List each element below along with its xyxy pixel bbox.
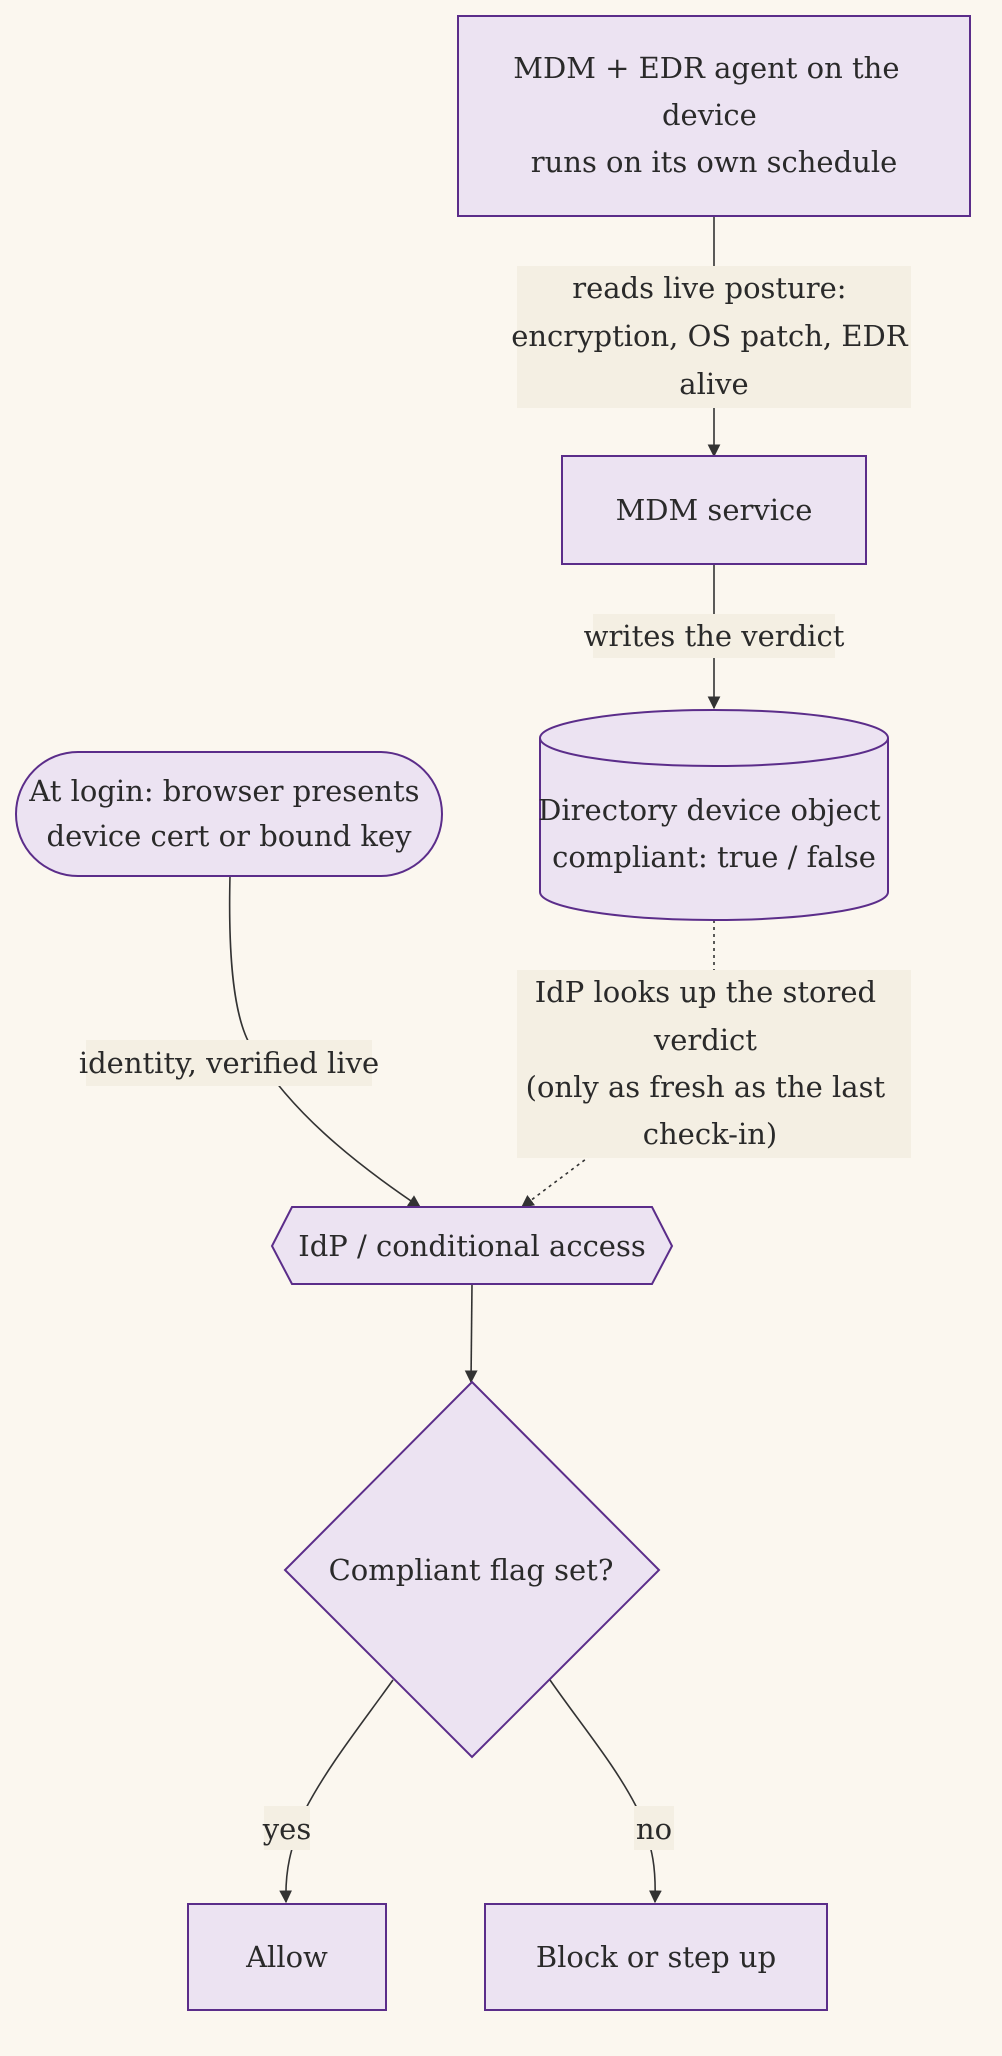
- edge-label-no: no: [634, 1806, 674, 1850]
- edge-decision-to-allow: [279, 1679, 394, 1904]
- edge-idp-to-decision: [464, 1283, 478, 1384]
- node-agent-text: MDM + EDR agent on the device runs on it…: [513, 51, 908, 179]
- node-decision-text: Compliant flag set?: [329, 1553, 614, 1587]
- edge-label-writes-verdict: writes the verdict: [584, 614, 845, 658]
- node-mdm-service-box: [561, 455, 867, 565]
- edge-label-identity-text: identity, verified live: [79, 1046, 379, 1080]
- edge-label-reads-posture: reads live posture: encryption, OS patch…: [511, 266, 917, 408]
- node-allow-text: Allow: [245, 1940, 328, 1974]
- edge-label-no-text: no: [636, 1812, 672, 1846]
- node-allow: Allow: [187, 1903, 387, 2011]
- node-mdm-service: MDM service: [561, 455, 867, 565]
- edge-label-identity: identity, verified live: [79, 1040, 379, 1086]
- node-block-box: [484, 1903, 828, 2011]
- edge-decision-to-block: [549, 1679, 662, 1904]
- node-decision: Compliant flag set?: [283, 1380, 661, 1759]
- node-idp-hexagon: [270, 1206, 674, 1285]
- node-idp: IdP / conditional access: [270, 1206, 674, 1285]
- node-mdm-service-text: MDM service: [616, 493, 813, 527]
- node-block-text: Block or step up: [536, 1940, 776, 1974]
- node-login-text: At login: browser presents device cert o…: [28, 774, 428, 853]
- node-allow-box: [187, 1903, 387, 2011]
- node-login: At login: browser presents device cert o…: [15, 751, 443, 877]
- edge-label-yes: yes: [262, 1806, 311, 1850]
- node-agent-box: [457, 15, 971, 217]
- node-directory: Directory device object compliant: true …: [538, 709, 890, 921]
- edge-label-yes-text: yes: [262, 1812, 311, 1846]
- edge-label-writes-verdict-text: writes the verdict: [584, 619, 845, 653]
- node-directory-text: Directory device object compliant: true …: [538, 793, 890, 874]
- node-idp-text: IdP / conditional access: [298, 1229, 646, 1263]
- edge-label-lookup: IdP looks up the stored verdict (only as…: [517, 970, 911, 1158]
- node-block: Block or step up: [484, 1903, 828, 2011]
- edge-labels: reads live posture: encryption, OS patch…: [79, 266, 917, 1850]
- node-login-stadium: [15, 751, 443, 877]
- node-agent: MDM + EDR agent on the device runs on it…: [457, 15, 971, 217]
- edge-label-lookup-text: IdP looks up the stored verdict (only as…: [526, 975, 895, 1151]
- edge-label-reads-posture-text: reads live posture: encryption, OS patch…: [511, 271, 917, 401]
- node-directory-cylinder-rim: [539, 737, 889, 767]
- node-decision-diamond: [283, 1380, 661, 1759]
